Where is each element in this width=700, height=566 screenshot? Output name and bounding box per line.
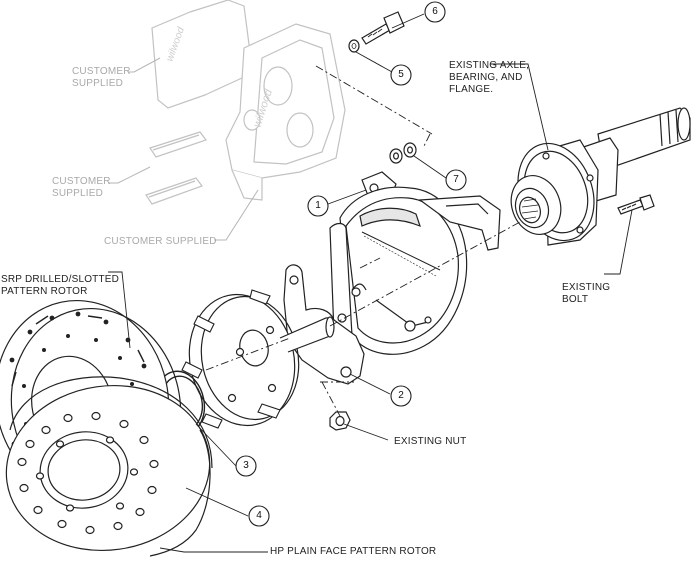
callout-number-1: 1 bbox=[315, 200, 321, 211]
callout-number-7: 7 bbox=[453, 174, 459, 185]
label-srp-rotor: SRP DRILLED/SLOTTED PATTERN ROTOR bbox=[1, 274, 120, 297]
label-hp-rotor: HP PLAIN FACE PATTERN ROTOR bbox=[270, 546, 437, 557]
label-customer-supplied-pads: CUSTOMER SUPPLIED bbox=[72, 66, 131, 89]
faded-leader-lines bbox=[108, 57, 259, 241]
customer-supplied-pad-clips bbox=[145, 131, 207, 205]
callout-circle-6 bbox=[424, 1, 446, 23]
callout-circle-2 bbox=[390, 385, 412, 407]
callout-circle-4 bbox=[248, 505, 270, 527]
label-existing-bolt: EXISTING BOLT bbox=[562, 282, 611, 305]
washers-7 bbox=[389, 142, 417, 164]
callout-circle-5 bbox=[390, 64, 412, 86]
callout-circle-7 bbox=[445, 169, 467, 191]
axle-stub-end bbox=[325, 316, 335, 338]
leader-lines bbox=[108, 13, 633, 553]
label-existing-nut: EXISTING NUT bbox=[394, 436, 467, 447]
rotor-hat bbox=[188, 293, 300, 427]
callout-number-3: 3 bbox=[243, 460, 249, 471]
assembly-center-lines bbox=[205, 65, 521, 417]
callout-circle-1 bbox=[307, 195, 329, 217]
existing-axle bbox=[510, 107, 691, 246]
hp-rotor bbox=[5, 376, 213, 557]
washer-5-hole bbox=[351, 43, 357, 49]
caliper-bolt bbox=[361, 11, 405, 45]
parking-brake-assembly bbox=[329, 171, 501, 355]
wheel-studs bbox=[181, 289, 281, 429]
callout-number-6: 6 bbox=[432, 6, 438, 17]
label-customer-supplied-caliper: CUSTOMER SUPPLIED bbox=[104, 236, 217, 247]
label-existing-axle: EXISTING AXLE, BEARING, AND FLANGE. bbox=[449, 60, 530, 95]
existing-nut bbox=[329, 411, 351, 431]
callout-circle-3 bbox=[235, 455, 257, 477]
existing-bolt bbox=[617, 194, 655, 215]
label-customer-supplied-clips: CUSTOMER SUPPLIED bbox=[52, 176, 111, 199]
callout-number-2: 2 bbox=[398, 390, 404, 401]
callout-circles bbox=[235, 1, 467, 527]
customer-supplied-caliper: wilwood bbox=[225, 23, 346, 201]
customer-supplied-brake-pads: wilwood bbox=[151, 0, 251, 109]
callout-number-5: 5 bbox=[398, 69, 404, 80]
callout-number-4: 4 bbox=[256, 510, 262, 521]
